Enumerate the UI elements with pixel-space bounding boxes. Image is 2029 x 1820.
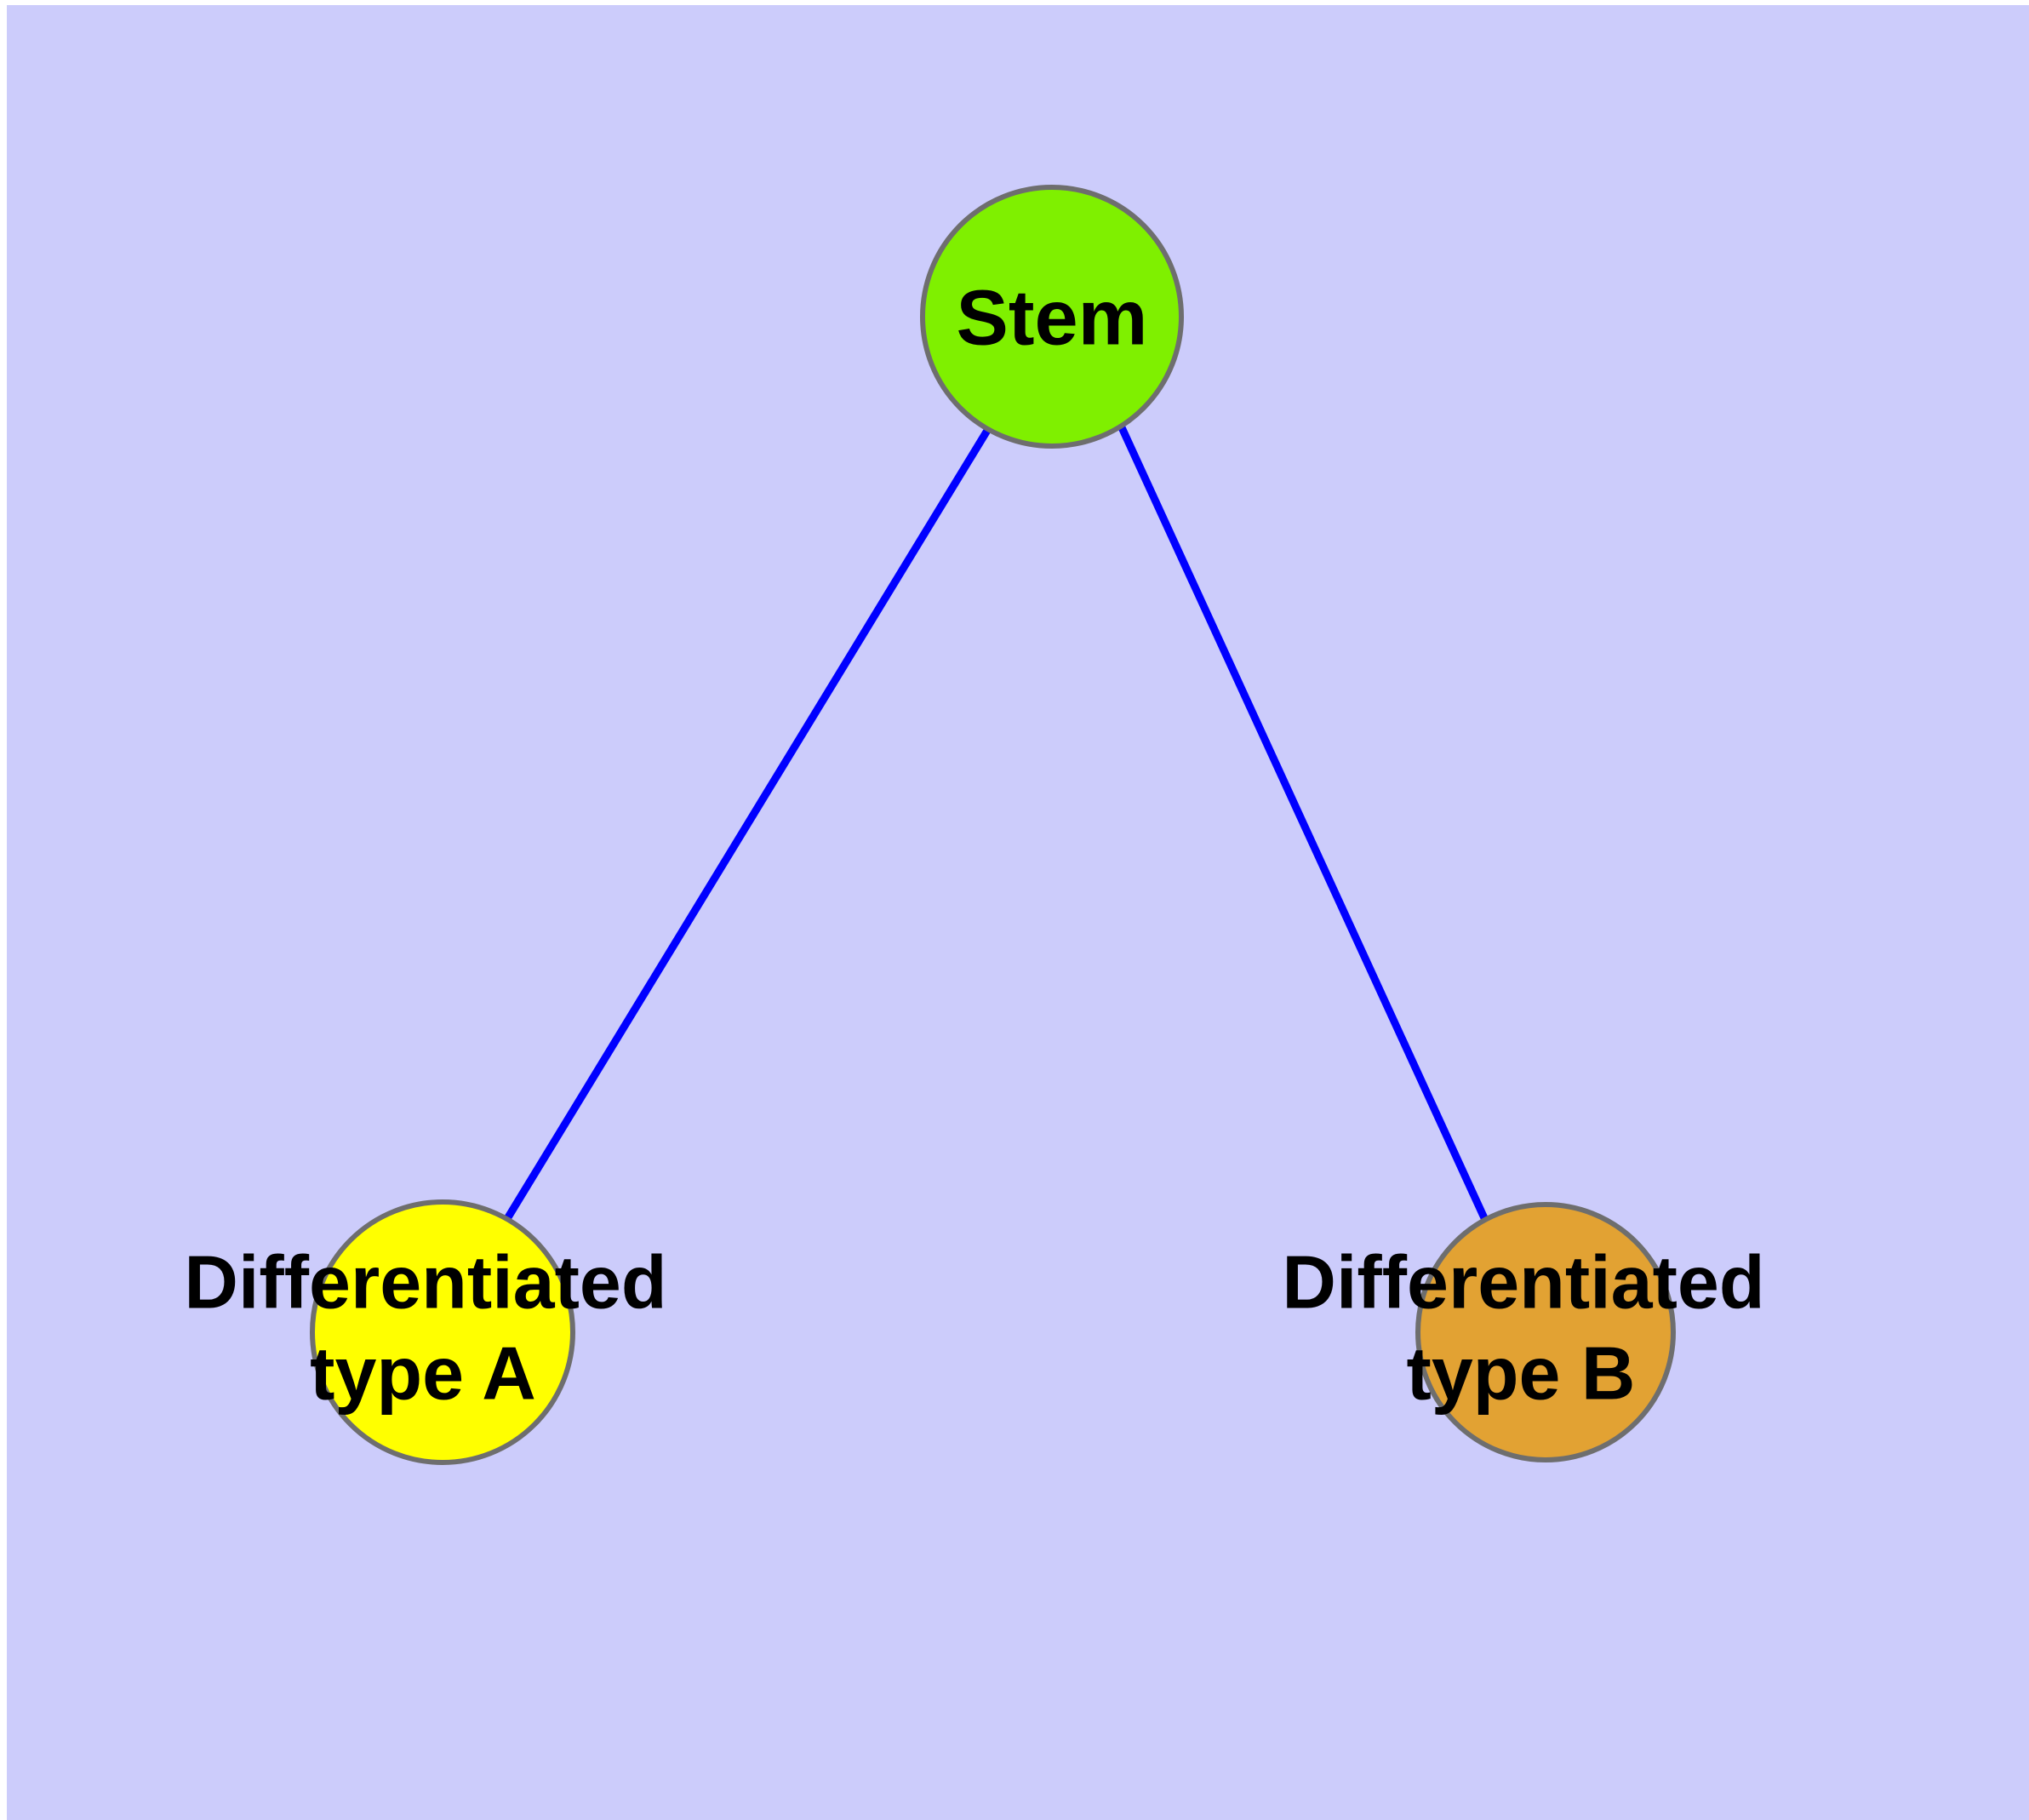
node-differentiated-type-b-label-line1: Differentiated xyxy=(1282,1239,1764,1324)
node-layer: Stem Differentiated type A Differentiate… xyxy=(184,185,1765,1465)
node-differentiated-type-b[interactable]: Differentiated type B xyxy=(1282,1202,1765,1462)
node-stem[interactable]: Stem xyxy=(920,185,1184,449)
node-stem-circle[interactable] xyxy=(920,185,1184,449)
node-differentiated-type-a-label-line2: type A xyxy=(310,1331,536,1415)
edge-stem-to-differentiated-type-a[interactable] xyxy=(505,426,992,1220)
edge-layer xyxy=(505,424,1489,1222)
edge-stem-to-differentiated-type-b[interactable] xyxy=(1117,424,1489,1222)
node-differentiated-type-a[interactable]: Differentiated type A xyxy=(184,1199,667,1465)
node-differentiated-type-a-label-line1: Differentiated xyxy=(184,1239,666,1324)
node-differentiated-type-b-circle[interactable] xyxy=(1415,1202,1676,1462)
node-stem-label: Stem xyxy=(957,274,1148,361)
node-differentiated-type-b-label-line2: type B xyxy=(1407,1331,1636,1415)
node-differentiated-type-a-circle[interactable] xyxy=(310,1199,575,1465)
